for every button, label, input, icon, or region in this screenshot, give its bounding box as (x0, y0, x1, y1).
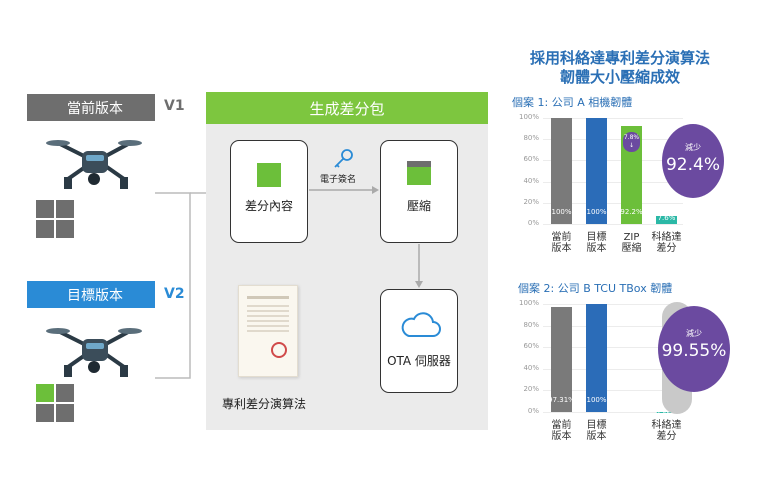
gridline (543, 224, 683, 225)
gridline (543, 160, 683, 162)
key-icon (334, 149, 353, 168)
ota-server-label: OTA 伺服器 (387, 354, 451, 368)
generate-title: 生成差分包 (309, 99, 385, 118)
case2-title: 個案 2: 公司 B TCU TBox 韌體 (518, 282, 673, 295)
bar-3 (656, 215, 677, 224)
firmware-blocks-current (36, 200, 74, 238)
gridline (543, 368, 683, 370)
y-tick-label: 0% (527, 407, 539, 415)
diff-content-label: 差分內容 (244, 199, 293, 213)
target-version-label: 目標版本 (67, 287, 123, 304)
bar-value-label: 92.2% (620, 208, 643, 216)
bar-value-label: 0.45% (655, 409, 678, 418)
gridline (543, 139, 683, 141)
gridline (543, 304, 683, 305)
bar-value-label: 100% (586, 208, 607, 216)
green-block-icon (257, 163, 281, 187)
category-label: 目標版本 (586, 232, 607, 254)
compress-label: 壓縮 (406, 199, 431, 213)
cloud-icon (401, 312, 441, 337)
y-tick-label: 60% (523, 155, 539, 164)
gridline (543, 181, 683, 183)
gridline (543, 325, 683, 327)
y-tick-label: 80% (523, 134, 539, 143)
gridline (543, 412, 683, 413)
case2-reduction-badge: 減少 99.55% (658, 306, 730, 392)
case1-badge-value: 92.4% (665, 155, 720, 175)
case2-badge-value: 99.55% (661, 341, 727, 361)
case2-chart: 100% 80% 60% 40% 20% 0% 97.31% 當前版本 100% 目標版本 0.45… (515, 298, 715, 460)
current-version-label: 當前版本 (67, 100, 123, 117)
category-label: 科絡達差分 (651, 232, 682, 254)
gridline (543, 202, 683, 204)
target-version-banner: 目標版本 (27, 281, 155, 308)
y-tick-label: 20% (523, 385, 539, 394)
y-tick-label: 0% (527, 219, 539, 227)
case1-title: 個案 1: 公司 A 相機韌體 (512, 96, 633, 109)
patent-certificate (238, 285, 298, 377)
bar-0 (551, 118, 572, 224)
results-title-line2: 韌體大小壓縮成效 (559, 68, 680, 86)
bar-value-label: 7.6% (657, 213, 676, 222)
category-label: 科絡達差分 (651, 420, 682, 442)
zip-annotation: 7.8%↓ (623, 132, 640, 152)
diff-content-box: 差分內容 (230, 140, 308, 243)
case1-chart: 100% 80% 60% 40% 20% 0% 100% 當前版本 100% 目標版本 92.2% Z… (515, 112, 715, 262)
category-label: 當前版本 (551, 420, 572, 442)
gridline (543, 118, 683, 119)
drone-icon-target (46, 328, 142, 377)
case1-badge-label: 減少 (685, 143, 701, 152)
y-tick-label: 100% (518, 113, 539, 121)
patent-caption: 專利差分演算法 (222, 397, 307, 411)
y-tick-label: 20% (523, 197, 539, 206)
generate-header: 生成差分包 (206, 92, 488, 124)
bar-0 (551, 306, 572, 412)
target-version-tag: V2 (164, 286, 185, 302)
gridline (543, 390, 683, 392)
firmware-blocks-target (36, 384, 74, 422)
bar-value-label: 100% (551, 208, 572, 216)
y-tick-label: 40% (523, 176, 539, 185)
bar-value-label: 97.31% (548, 396, 575, 404)
compressed-block-icon (407, 161, 431, 185)
case2-badge-label: 減少 (686, 329, 702, 338)
current-version-tag: V1 (164, 98, 185, 114)
drone-icon-current (46, 140, 142, 189)
y-tick-label: 100% (518, 299, 539, 307)
current-version-banner: 當前版本 (27, 94, 155, 121)
signature-label: 電子簽名 (320, 175, 357, 185)
y-tick-label: 40% (523, 363, 539, 372)
gridline (543, 347, 683, 349)
y-tick-label: 80% (523, 320, 539, 329)
bar-1 (586, 118, 607, 224)
y-tick-label: 60% (523, 342, 539, 351)
compress-box: 壓縮 (380, 140, 458, 243)
bar-1 (586, 304, 607, 412)
ota-server-box: OTA 伺服器 (380, 289, 458, 393)
case1-reduction-badge: 減少 92.4% (662, 124, 724, 198)
category-label: 當前版本 (551, 232, 572, 254)
category-label: 目標版本 (586, 420, 607, 442)
results-title-line1: 採用科絡達專利差分演算法 (529, 49, 710, 67)
bar-value-label: 100% (586, 396, 607, 404)
